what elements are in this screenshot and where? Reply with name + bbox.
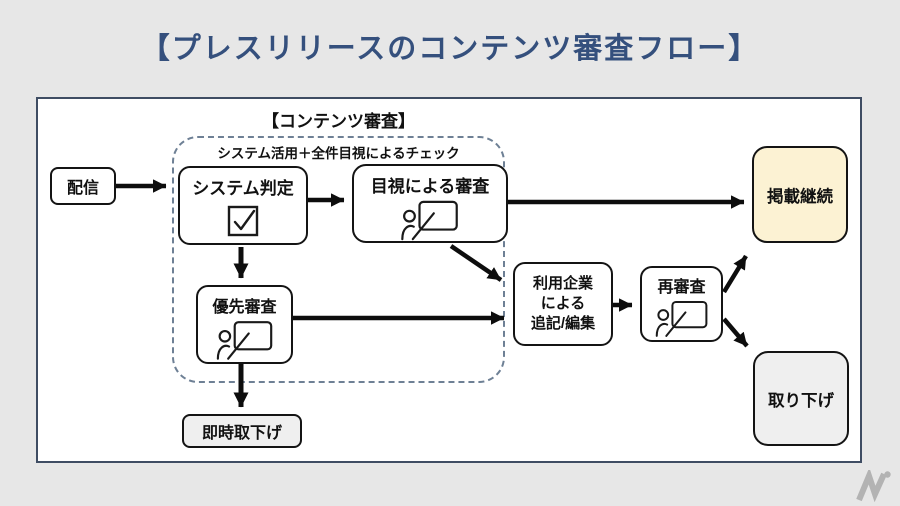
node-withdraw-label: 取り下げ <box>768 391 834 410</box>
node-priority-review-label: 優先審査 <box>212 299 277 316</box>
node-re-review: 再審査 <box>640 266 723 342</box>
node-keep-published: 掲載継続 <box>752 146 848 243</box>
page-title: 【プレスリリースのコンテンツ審査フロー】 <box>140 33 760 65</box>
node-client-edit: 利用企業 による 追記/編集 <box>513 262 613 346</box>
content-review-group-note: システム活用＋全件目視によるチェック <box>217 146 460 161</box>
node-delivery: 配信 <box>50 167 116 205</box>
node-priority-review: 優先審査 <box>196 285 293 364</box>
node-client-edit-line3: 追記/編集 <box>530 314 596 332</box>
node-withdraw: 取り下げ <box>753 351 849 446</box>
node-client-edit-line2: による <box>540 295 586 313</box>
person-presenting-icon <box>655 300 707 337</box>
node-immediate-takedown-label: 即時取下げ <box>201 425 282 442</box>
node-visual-review-label: 目視による審査 <box>370 177 490 196</box>
node-client-edit-line1: 利用企業 <box>532 275 593 293</box>
node-re-review-label: 再審査 <box>657 279 706 296</box>
person-presenting-icon <box>401 200 458 241</box>
person-presenting-icon <box>216 321 272 360</box>
content-review-group-label: 【コンテンツ審査】 <box>262 112 415 131</box>
mi-logo-icon <box>856 470 891 502</box>
node-system-check: システム判定 <box>178 166 308 245</box>
content-review-group <box>172 136 505 383</box>
node-immediate-takedown: 即時取下げ <box>182 414 302 448</box>
node-delivery-label: 配信 <box>66 180 99 197</box>
node-visual-review: 目視による審査 <box>352 164 508 243</box>
node-keep-published-label: 掲載継続 <box>767 187 833 206</box>
checked-checkbox-icon <box>227 205 259 237</box>
node-system-check-label: システム判定 <box>192 179 294 198</box>
